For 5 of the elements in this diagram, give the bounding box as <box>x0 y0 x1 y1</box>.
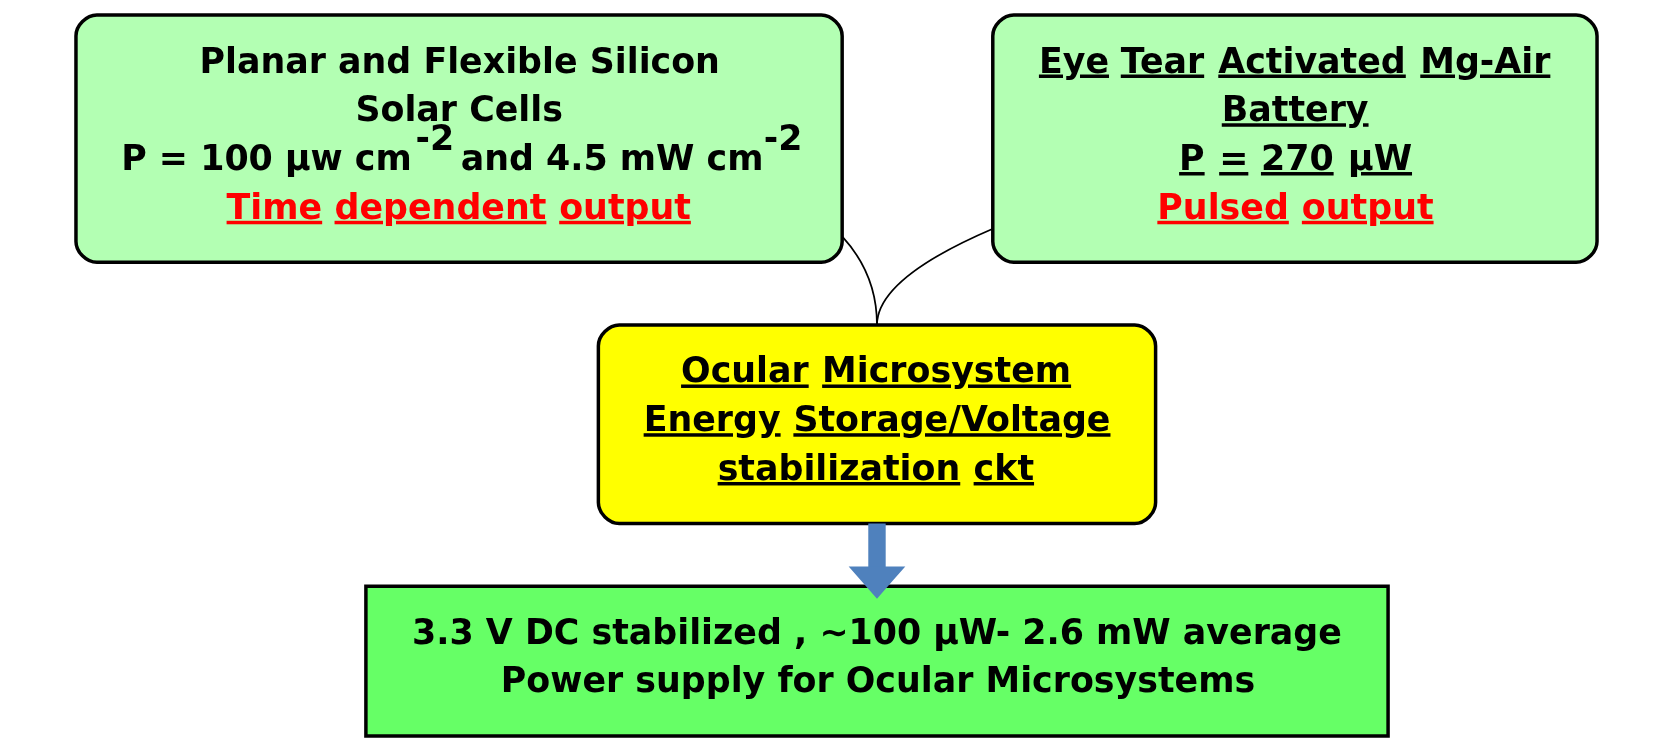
arrow <box>848 523 906 599</box>
connector <box>876 228 994 326</box>
node-box: Ocular Microsystem Energy Storage/Voltage stabilization ckt <box>596 323 1158 526</box>
node-box: Eye Tear Activated Mg-Air Battery P = 270 µW Pulsed output <box>991 13 1599 265</box>
node-box: 3.3 V DC stabilized , ∼100 µW- 2.6 mW average Power supply for Ocular Microsystems <box>364 584 1390 738</box>
